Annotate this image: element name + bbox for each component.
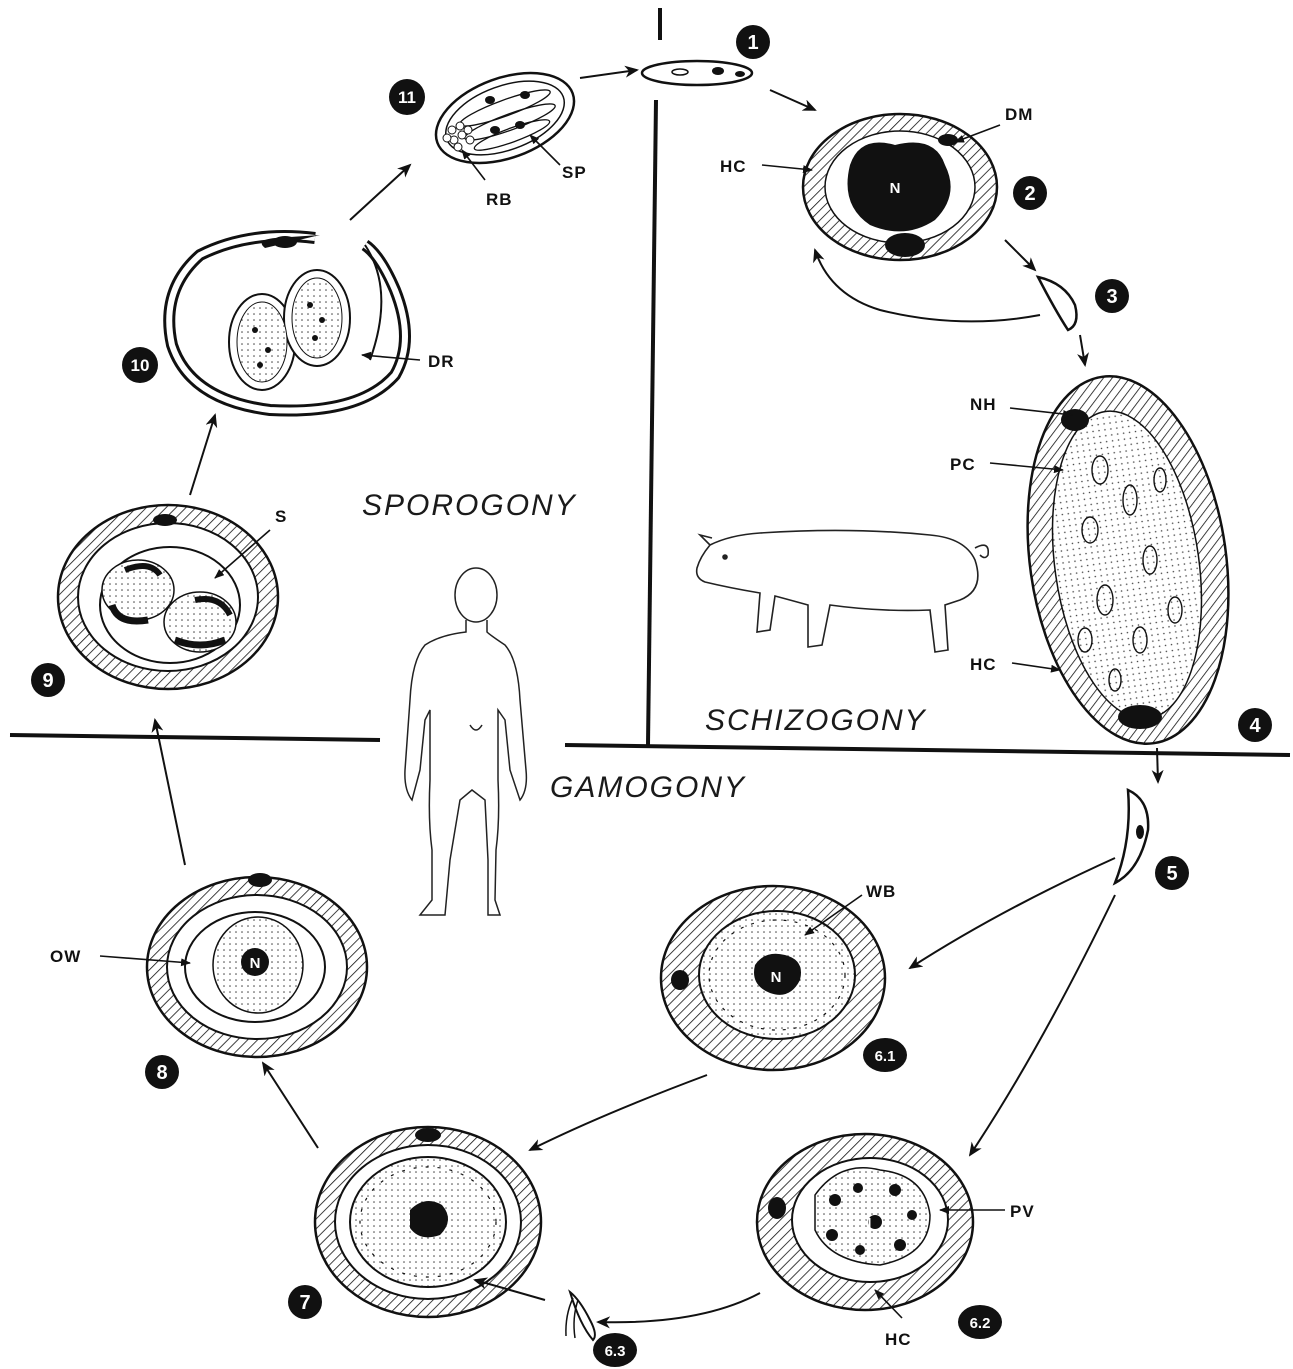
svg-text:3: 3 (1106, 286, 1117, 308)
label-rb: RB (486, 190, 513, 209)
stage-9-sporulating-oocyst (58, 505, 278, 689)
label-hc-stage4: HC (970, 655, 997, 674)
label-s: S (275, 507, 287, 526)
label-hc-stage2: HC (720, 157, 747, 176)
label-n-stage6-2: N (861, 1215, 872, 1232)
badge-stage-6-1: 6.1 (863, 1038, 907, 1072)
label-pc: PC (950, 455, 976, 474)
label-sp: SP (562, 163, 587, 182)
label-dm: DM (1005, 105, 1033, 124)
label-pv: PV (1010, 1202, 1035, 1221)
svg-text:5: 5 (1166, 863, 1177, 885)
svg-text:7: 7 (299, 1292, 310, 1314)
stage-3-merozoite (1038, 277, 1076, 330)
label-nh: NH (970, 395, 997, 414)
label-n-stage8: N (250, 955, 261, 972)
label-ow: OW (50, 947, 81, 966)
svg-text:2: 2 (1024, 183, 1035, 205)
human-host-figure (405, 568, 527, 915)
svg-text:6.1: 6.1 (875, 1048, 896, 1065)
badge-stage-3: 3 (1095, 279, 1129, 313)
badge-stage-2: 2 (1013, 176, 1047, 210)
stage-4-schizont (1005, 363, 1251, 757)
badge-stage-7: 7 (288, 1285, 322, 1319)
badge-stage-8: 8 (145, 1055, 179, 1089)
label-wb: WB (866, 882, 896, 901)
badge-stage-5: 5 (1155, 856, 1189, 890)
badge-stage-4: 4 (1238, 708, 1272, 742)
stage-6-3-microgamete (566, 1292, 595, 1340)
badge-stage-6-2: 6.2 (958, 1305, 1002, 1339)
section-label-gamogony: GAMOGONY (550, 771, 746, 804)
section-label-sporogony: SPOROGONY (362, 489, 577, 522)
svg-text:10: 10 (131, 356, 150, 375)
label-n-stage2: N (890, 180, 901, 197)
label-n-stage6-1: N (771, 969, 782, 986)
svg-text:11: 11 (398, 88, 416, 107)
svg-text:4: 4 (1249, 715, 1261, 737)
svg-text:6.2: 6.2 (970, 1315, 991, 1332)
svg-text:9: 9 (42, 670, 53, 692)
pig-host-figure (697, 530, 989, 652)
svg-text:6.3: 6.3 (605, 1343, 626, 1360)
cycle-arrows (155, 70, 1158, 1322)
badge-stage-9: 9 (31, 663, 65, 697)
stage-5-merozoite (1115, 790, 1148, 883)
svg-text:8: 8 (156, 1062, 167, 1084)
stage-11-sporocyst (424, 56, 587, 180)
badge-stage-6-3: 6.3 (593, 1333, 637, 1367)
label-dr: DR (428, 352, 455, 371)
svg-text:1: 1 (747, 32, 758, 54)
stage-10-sporocysts (169, 235, 405, 411)
label-hc-stage6-2: HC (885, 1330, 912, 1349)
badge-stage-1: 1 (736, 25, 770, 59)
badge-stage-10: 10 (122, 347, 158, 383)
badge-stage-11: 11 (389, 79, 425, 115)
stage-1-sporozoite (642, 61, 752, 85)
section-label-schizogony: SCHIZOGONY (705, 704, 927, 737)
